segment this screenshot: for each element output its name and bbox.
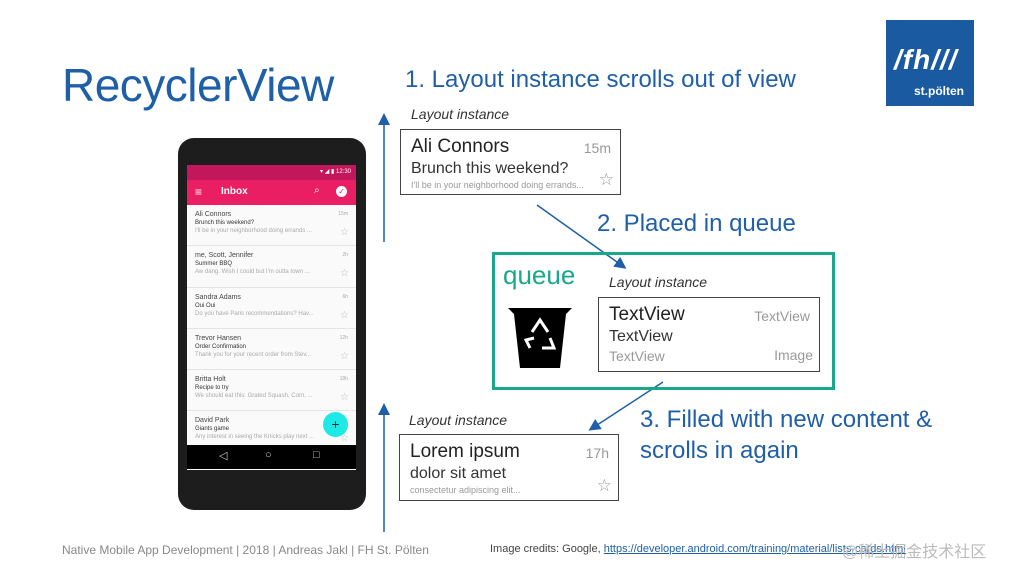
card-preview: consectetur adipiscing elit... [410,485,521,495]
email-preview: I'll be in your neighborhood doing erran… [195,228,312,234]
logo-text: /fh/// [894,44,958,75]
card-preview: I'll be in your neighborhood doing erran… [411,180,584,190]
step-3-text: 3. Filled with new content & scrolls in … [640,404,932,466]
star-icon[interactable]: ☆ [340,392,349,404]
layout-instance-label-2: Layout instance [609,274,708,290]
card-preview: TextView [609,348,665,364]
status-time: 12:30 [335,169,351,175]
email-subject: Order Confirmation [195,343,247,350]
layout-instance-label-3: Layout instance [409,412,508,428]
watermark: @稀土掘金技术社区 [842,544,987,561]
layout-card-3: Lorem ipsum 17h dolor sit amet consectet… [399,434,619,501]
star-icon: ☆ [596,476,612,495]
queue-label: queue [503,260,576,290]
step-1-text: 1. Layout instance scrolls out of view [405,66,796,93]
layout-instance-label-1: Layout instance [411,106,510,122]
back-icon[interactable]: ◁ [219,450,228,462]
to-queue-arrow [536,204,627,269]
recents-icon[interactable]: □ [313,449,320,461]
email-subject: Giants game [195,426,230,433]
card-image-placeholder: Image [774,347,813,363]
footer-text: Native Mobile App Development | 2018 | A… [62,543,429,557]
email-preview: Do you have Paris recommendations? Hav..… [195,310,314,317]
layout-card-1: Ali Connors 15m Brunch this weekend? I'l… [400,129,621,195]
star-icon[interactable]: ☆ [340,350,349,362]
email-preview: Aw dang. Wish I could but I'm outta town… [195,269,310,276]
email-list-item[interactable]: Ali Connors Brunch this weekend? I'll be… [187,205,356,247]
step-2-text: 2. Placed in queue [597,210,796,237]
status-bar: ▾ ◢ ▮ 12:30 [187,165,356,180]
email-preview: Thank you for your recent order from Ste… [195,351,311,358]
email-subject: Summer BBQ [195,261,233,268]
email-subject: Recipe to try [195,385,229,392]
email-time: 15m [338,211,348,217]
layout-card-template: TextView TextView TextView TextView Imag… [598,297,820,372]
compose-fab-button[interactable]: + [323,412,348,437]
check-icon[interactable]: ✓ [336,186,347,197]
email-list-item[interactable]: Britta Holt Recipe to try We should eat … [187,370,356,412]
card-name: TextView [609,304,685,325]
email-sender: Ali Connors [195,211,232,218]
logo-subtext: st.pölten [914,84,964,98]
email-subject: Brunch this weekend? [195,220,255,226]
home-icon[interactable]: ○ [265,449,272,461]
step-3-line2: scrolls in again [640,437,799,464]
toolbar-title: Inbox [221,186,248,197]
star-icon[interactable]: ☆ [340,433,349,445]
email-sender: me, Scott, Jennifer [195,252,254,260]
email-list-item[interactable]: me, Scott, Jennifer Summer BBQ Aw dang. … [187,246,356,288]
email-sender: David Park [195,417,230,425]
star-icon[interactable]: ☆ [340,309,349,321]
card-time: 17h [585,445,609,461]
recycle-bin-icon [508,308,572,368]
email-preview: Any interest in seeing the Knicks play n… [195,434,315,441]
app-toolbar: ≡ Inbox ⌕ ✓ [187,180,356,205]
search-icon[interactable]: ⌕ [314,185,320,196]
queue-box [492,252,835,390]
email-list-item[interactable]: Trevor Hansen Order Confirmation Thank y… [187,329,356,371]
credits-link[interactable]: https://developer.android.com/training/m… [603,543,906,555]
credits-prefix: Image credits: Google, [490,543,604,555]
card-name: Ali Connors [411,136,510,157]
email-time: 2h [342,252,348,259]
email-sender: Sandra Adams [195,293,241,301]
step-3-line1: 3. Filled with new content & [640,406,933,433]
slide-title: RecyclerView [62,59,334,111]
star-icon[interactable]: ☆ [340,227,349,238]
email-preview: We should eat this: Grated Squash, Corn,… [195,393,313,400]
menu-icon[interactable]: ≡ [195,185,203,199]
image-credits: Image credits: Google, https://developer… [490,543,906,555]
fh-logo: /fh/// st.pölten [886,20,974,106]
star-icon: ☆ [598,170,614,189]
email-list-item[interactable]: Sandra Adams Oui Oui Do you have Paris r… [187,288,356,329]
email-time: 18h [339,376,348,383]
card-subject: Brunch this weekend? [411,160,569,177]
email-sender: Britta Holt [195,376,226,384]
email-time: 6h [342,293,348,300]
email-sender: Trevor Hansen [195,334,242,342]
card-subject: dolor sit amet [410,465,507,482]
email-subject: Oui Oui [195,302,216,309]
card-time: TextView [754,308,810,324]
star-icon[interactable]: ☆ [340,268,349,280]
nav-bar: ◁ ○ □ [187,445,356,469]
card-name: Lorem ipsum [410,441,520,462]
card-time: 15m [583,140,611,156]
email-time: 12h [339,334,348,341]
card-subject: TextView [609,328,673,345]
